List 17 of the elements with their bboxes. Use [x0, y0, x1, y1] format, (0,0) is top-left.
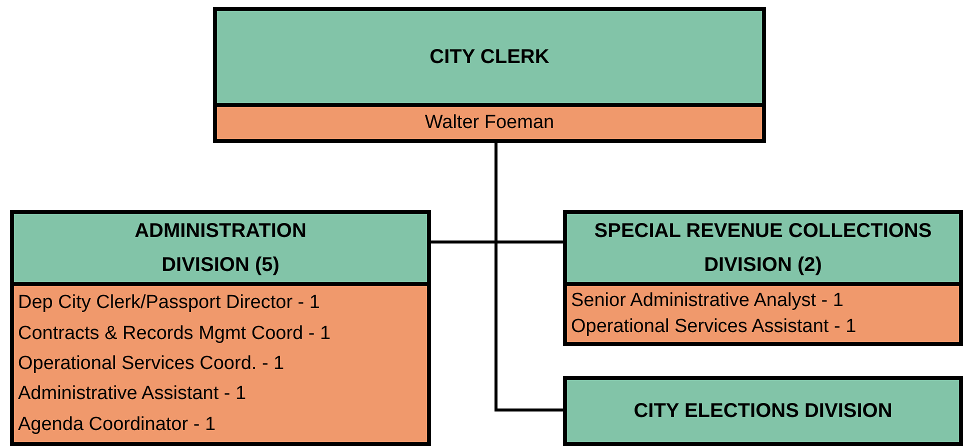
position-text: Senior Administrative Analyst - 1 — [571, 289, 844, 313]
org-box — [563, 376, 963, 446]
position-text: Agenda Coordinator - 1 — [18, 412, 216, 437]
box-title: CITY CLERK — [430, 45, 550, 70]
name-text: Walter Foeman — [424, 111, 554, 135]
box-title: CITY ELECTIONS DIVISION — [634, 399, 892, 424]
position-text: Operational Services Coord. - 1 — [18, 352, 284, 376]
box-title: SPECIAL REVENUE COLLECTIONS DIVISION (2) — [593, 219, 933, 278]
position-text: Administrative Assistant - 1 — [18, 382, 246, 406]
org-box — [563, 210, 963, 346]
position-text: Contracts & Records Mgmt Coord - 1 — [18, 322, 331, 346]
position-text: Operational Services Assistant - 1 — [571, 315, 856, 339]
org-box — [10, 210, 431, 446]
box-title: ADMINISTRATION DIVISION (5) — [134, 219, 308, 278]
position-text: Dep City Clerk/Passport Director - 1 — [18, 291, 320, 316]
org-box — [213, 7, 766, 143]
connector-line — [494, 143, 563, 412]
